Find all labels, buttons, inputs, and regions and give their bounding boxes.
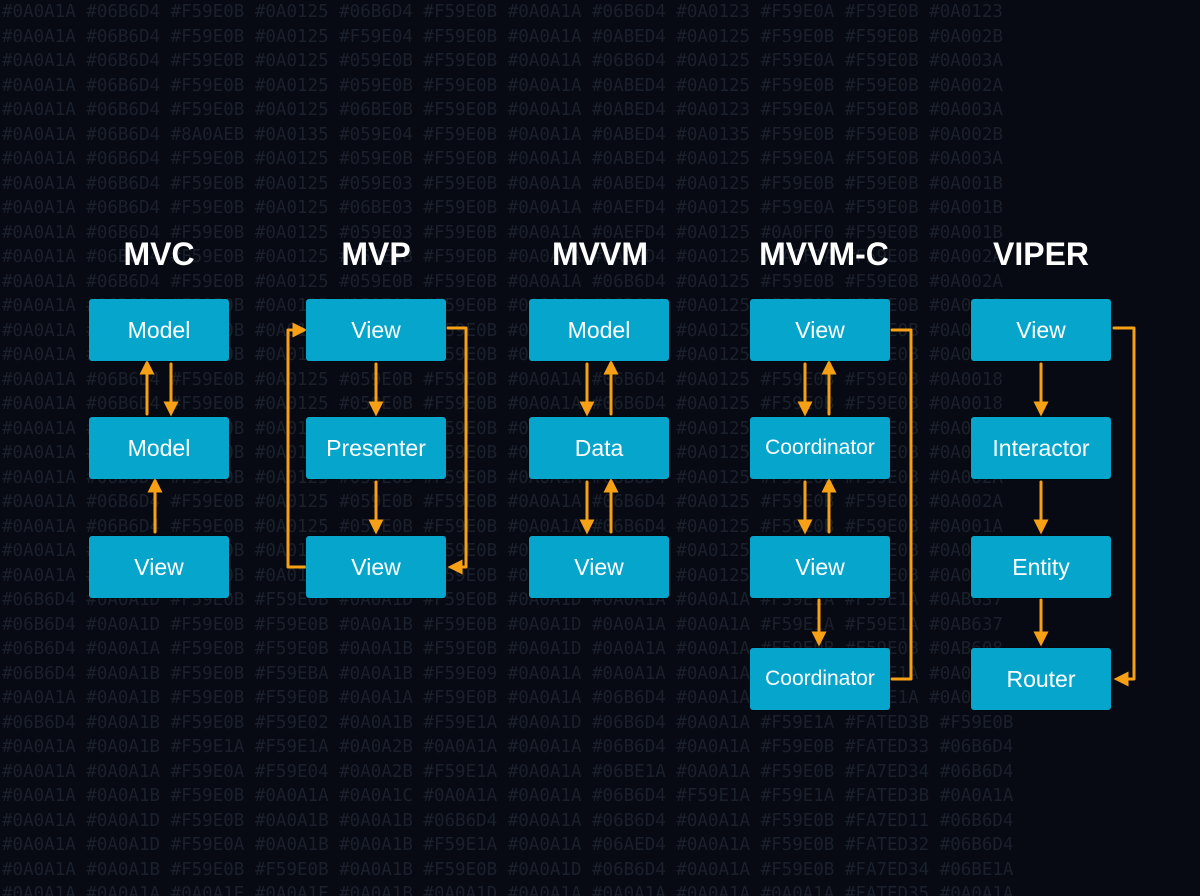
node-mvvm-view: View — [529, 536, 669, 598]
background-hex-line: #0A0A1A #0A0A1A #F59E0A #F59E04 #0A0A2B … — [2, 761, 1014, 782]
node-mvp-view: View — [306, 299, 446, 361]
background-hex-line: #0A0A1A #06B6D4 #F59E0B #0A0125 #06BE0B … — [2, 100, 1003, 120]
background-hex-line: #0A0A1A #0A0A1D #F59E0B #0A0A1B #0A0A1B … — [2, 810, 1014, 831]
connector-viper-loop — [1112, 326, 1136, 687]
connector-mvp-loop-left — [286, 322, 308, 569]
background-hex-line: #0A0A1A #06B6D4 #F59E0B #0A0125 #059E0B … — [2, 149, 1003, 169]
column-title-mvp: MVP — [341, 236, 411, 272]
background-hex-line: #06B6D4 #0A0A1B #F59E0B #F59E02 #0A0A1B … — [2, 712, 1014, 733]
background-hex-line: #0A0A1A #06B6D4 #F59E0B #0A0125 #059E0B … — [2, 75, 1003, 96]
connector-mvvmc-loop — [890, 328, 913, 681]
node-viper-view: View — [971, 299, 1111, 361]
background-hex-line: #0A0A1A #0A0A1A #0A0A1E #0A0A1E #0A0A1B … — [2, 884, 1014, 896]
background-hex-line: #06B6D4 #0A0A1D #F59E0B #F59E0B #0A0A1B … — [2, 614, 1003, 635]
node-mvvmc-coordinator-2: Coordinator — [750, 648, 890, 710]
background-hex-line: #0A0A1A #06B6D4 #F59E0B #0A0125 #059E03 … — [2, 173, 1003, 194]
node-mvvmc-view-2: View — [750, 536, 890, 598]
background-hex-line: #0A0A1A #0A0A1B #F59E1A #F59E1A #0A0A2B … — [2, 737, 1014, 757]
column-title-mvvm: MVVM — [552, 236, 648, 272]
background-hex-line: #0A0A1A #0A0A1B #F59E0B #0A0A1A #0A0A1C … — [2, 786, 1014, 806]
node-mvvmc-view: View — [750, 299, 890, 361]
node-viper-interactor: Interactor — [971, 417, 1111, 479]
background-hex-line: #0A0A1A #06B6D4 #F59E0B #0A0125 #059E1B … — [2, 247, 1003, 267]
node-mvp-view-2: View — [306, 536, 446, 598]
background-hex-line: #0A0A1A #06B6D4 #8A0AEB #0A0135 #059E04 … — [2, 124, 1003, 145]
background-hex-line: #0A0A1A #06B6D4 #F59E0B #0A0125 #06BE03 … — [2, 198, 1003, 218]
background-hex-line: #0A0A1A #06B6D4 #F59E0B #0A0125 #F59E04 … — [2, 26, 1003, 47]
node-viper-entity: Entity — [971, 536, 1111, 598]
background-hex-line: #0A0A1A #06B6D4 #F59E0B #0A0125 #06B6D4 … — [2, 2, 1003, 22]
node-mvc-model-2: Model — [89, 417, 229, 479]
background-hex-line: #0A0A1A #06B6D4 #F59E0B #0A0125 #059E0B … — [2, 271, 1003, 292]
node-mvvm-data: Data — [529, 417, 669, 479]
node-viper-router: Router — [971, 648, 1111, 710]
column-title-mvvm-c: MVVM-C — [759, 236, 889, 272]
background-hex-line: #0A0A1A #0A0A1D #F59E0A #0A0A1B #0A0A1B … — [2, 835, 1014, 855]
background-hex-line: #06B6D4 #0A0A1A #F59E0B #F59E0B #0A0A1B … — [2, 639, 1003, 659]
node-mvvm-model: Model — [529, 299, 669, 361]
background-hex-line: #0A0A1A #0A0A1B #F59E0B #F59E0B #0A0A1B … — [2, 859, 1014, 880]
node-mvp-presenter: Presenter — [306, 417, 446, 479]
background-hex-line: #0A0A1A #06B6D4 #F59E0B #0A0125 #059E0B … — [2, 51, 1003, 71]
node-mvvmc-coordinator: Coordinator — [750, 417, 890, 479]
background-hex-line: #0A0A1A #06B6D4 #F59E0B #0A0125 #059E03 … — [2, 222, 1003, 243]
column-title-mvc: MVC — [123, 236, 195, 272]
node-mvc-model: Model — [89, 299, 229, 361]
column-title-viper: VIPER — [992, 236, 1090, 272]
node-mvc-view: View — [89, 536, 229, 598]
connector-mvp-loop-right — [446, 326, 468, 575]
